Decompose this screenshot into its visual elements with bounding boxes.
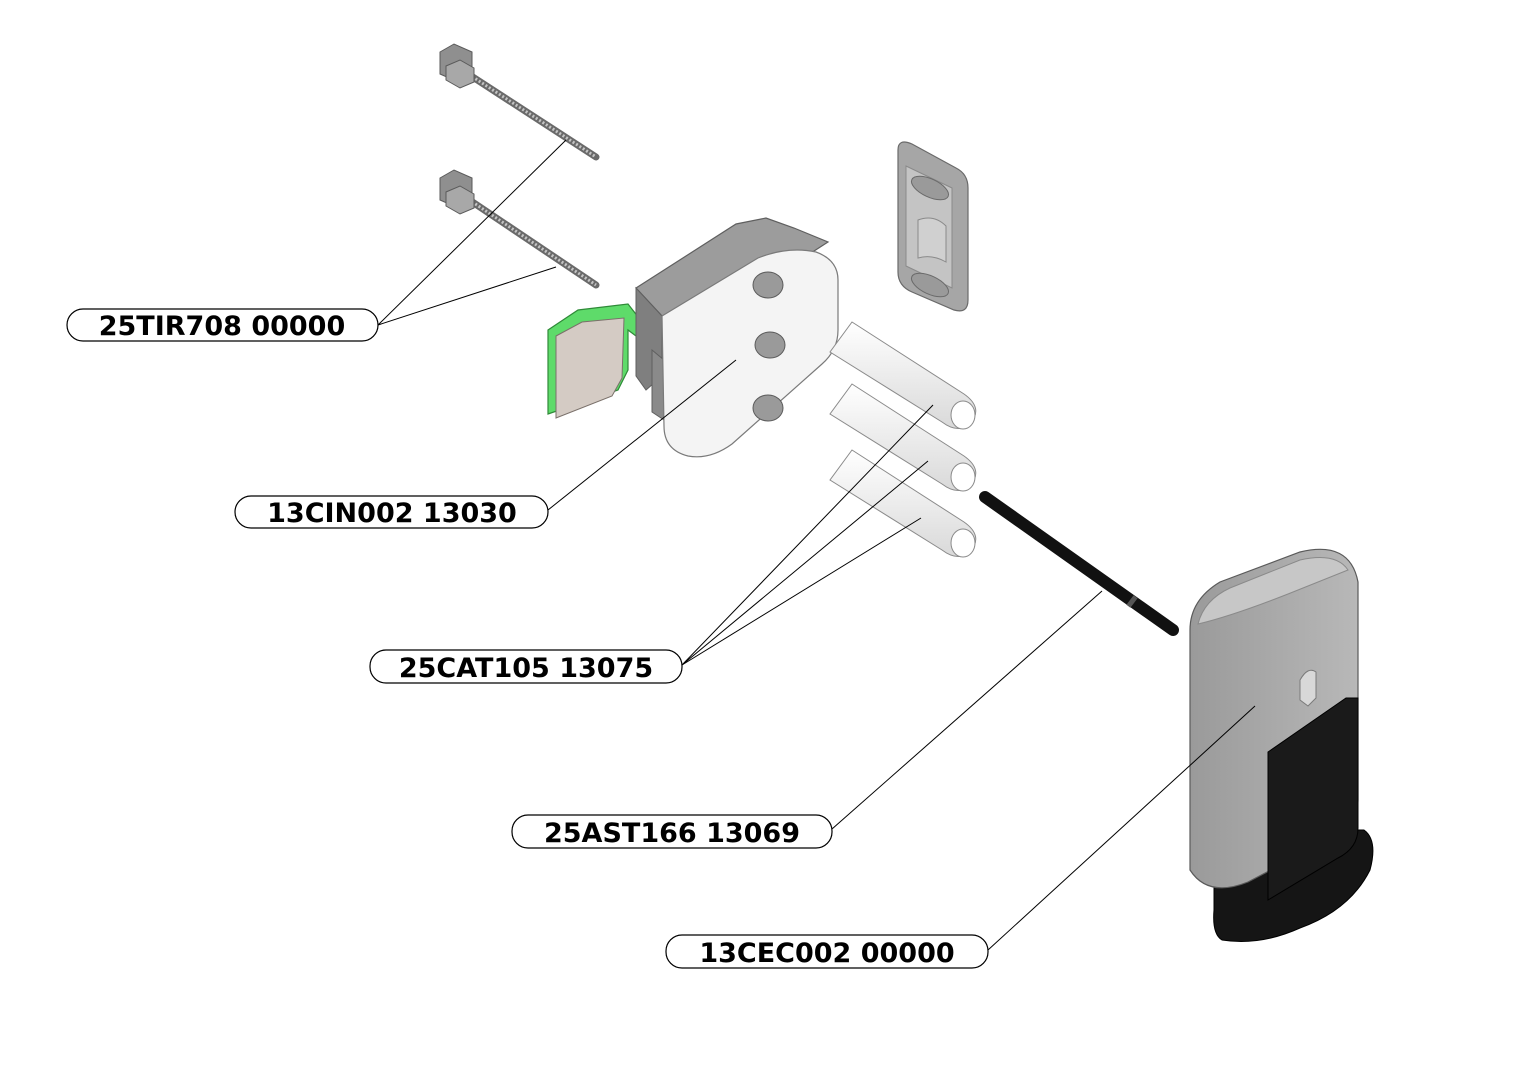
label-13cin002: 13CIN002 13030 [234,495,549,529]
rod-1 [829,321,977,430]
label-25tir708: 25TIR708 00000 [66,308,379,342]
label-13cec002: 13CEC002 00000 [665,934,989,969]
handle-housing [1189,548,1374,942]
latch-body [547,217,839,458]
label-text: 13CIN002 13030 [267,498,517,529]
label-25ast166: 25AST166 13069 [511,814,833,849]
strike-plate [897,141,969,312]
tie-rod-lower [439,169,600,289]
tie-rod-upper [439,43,600,161]
rod-3 [829,449,977,558]
rod-2 [829,383,977,492]
label-text: 25TIR708 00000 [99,311,346,342]
leader-lines [377,139,1256,951]
label-text: 25AST166 13069 [544,818,800,849]
label-text: 25CAT105 13075 [399,653,653,684]
label-25cat105: 25CAT105 13075 [369,649,683,684]
black-shaft [979,491,1179,636]
label-text: 13CEC002 00000 [699,938,954,969]
